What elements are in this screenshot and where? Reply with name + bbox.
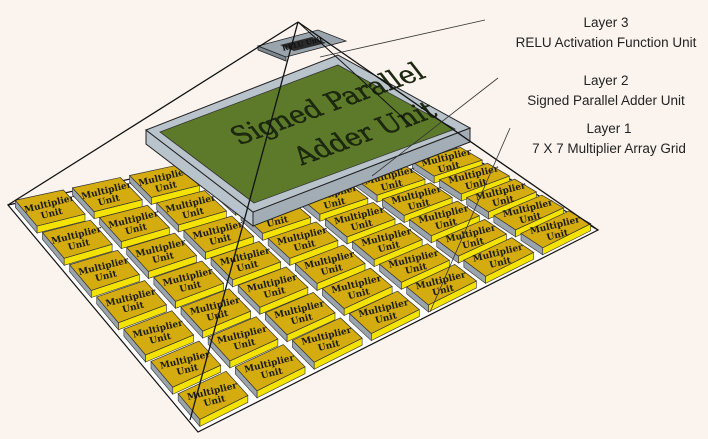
- adder-top-face: [159, 64, 456, 204]
- cell-top-face: [237, 266, 309, 308]
- cell-top-face: [463, 237, 535, 277]
- multiplier-cell: MultiplierUnit: [177, 370, 249, 428]
- layer1-subtitle: 7 X 7 Multiplier Array Grid: [532, 141, 686, 156]
- layer1-leader-line: [429, 127, 511, 313]
- multiplier-cell: MultiplierUnit: [96, 280, 168, 331]
- multiplier-cell: MultiplierUnit: [351, 222, 423, 268]
- multiplier-cell: MultiplierUnit: [128, 164, 200, 206]
- cell-top-face: [71, 177, 143, 213]
- multiplier-cell: MultiplierUnit: [267, 221, 339, 267]
- multiplier-cell: MultiplierUnit: [183, 215, 255, 261]
- cell-top-face: [438, 162, 511, 195]
- multiplier-cell: MultiplierUnit: [126, 232, 198, 280]
- multiplier-cell: MultiplierUnit: [294, 244, 366, 292]
- multiplier-cell: MultiplierUnit: [291, 317, 363, 370]
- multiplier-cell: MultiplierUnit: [381, 182, 453, 224]
- cell-top-face: [68, 249, 140, 291]
- cell-top-face: [493, 194, 565, 231]
- pyramid-edge: [297, 21, 599, 231]
- cell-top-face: [264, 291, 336, 336]
- cell-top-face: [123, 310, 195, 356]
- multiplier-cell: MultiplierUnit: [71, 177, 143, 220]
- cell-top-face: [98, 204, 170, 242]
- multiplier-cell: MultiplierUnit: [234, 344, 306, 399]
- cell-top-face: [348, 290, 420, 335]
- layer3-title: Layer 3: [583, 15, 628, 30]
- cell-top-face: [14, 189, 86, 227]
- layer2-title: Layer 2: [583, 73, 628, 88]
- layer1-title: Layer 1: [586, 121, 631, 136]
- cell-top-face: [156, 190, 228, 226]
- cell-top-face: [520, 210, 592, 249]
- cell-top-face: [324, 201, 396, 238]
- cell-top-face: [234, 344, 306, 392]
- pyramid-edges: [7, 21, 599, 421]
- cell-top-face: [465, 178, 538, 213]
- multiplier-cell: MultiplierUnit: [408, 200, 481, 244]
- cell-top-face: [294, 244, 366, 284]
- cell-top-face: [291, 317, 363, 363]
- multiplier-cell: MultiplierUnit: [237, 266, 309, 316]
- pyramid-edge: [7, 21, 299, 206]
- cell-top-face: [267, 221, 339, 259]
- cell-top-face: [351, 222, 423, 261]
- pyramid-edge: [189, 21, 299, 421]
- layer3-leader-line: [319, 19, 486, 58]
- layer2-subtitle: Signed Parallel Adder Unit: [527, 93, 685, 108]
- cell-top-face: [381, 182, 453, 216]
- multiplier-cell: MultiplierUnit: [98, 204, 170, 250]
- cell-top-face: [126, 232, 198, 272]
- multiplier-cell: MultiplierUnit: [207, 316, 279, 369]
- layer-labels: Layer 3 RELU Activation Function UnitLaye…: [319, 15, 697, 313]
- multiplier-cell: MultiplierUnit: [180, 288, 252, 339]
- cell-top-face: [96, 280, 168, 324]
- cell-top-face: [207, 316, 279, 362]
- cell-top-face: [153, 260, 225, 302]
- cell-top-face: [408, 200, 481, 237]
- cell-top-face: [180, 288, 252, 332]
- cell-top-face: [210, 241, 282, 281]
- cell-top-face: [321, 267, 393, 309]
- cell-top-face: [436, 219, 508, 257]
- cell-top-face: [378, 243, 450, 283]
- cell-top-face: [150, 340, 222, 388]
- multiplier-cell: MultiplierUnit: [14, 189, 86, 234]
- multiplier-cell: MultiplierUnit: [321, 267, 393, 317]
- multiplier-cell: MultiplierUnit: [156, 190, 228, 233]
- pyramid-edge: [297, 21, 413, 127]
- multiplier-cell: MultiplierUnit: [493, 194, 565, 238]
- multiplier-cell: MultiplierUnit: [123, 310, 195, 363]
- multiplier-cell: MultiplierUnit: [153, 260, 225, 310]
- layer3-subtitle: RELU Activation Function Unit: [516, 35, 697, 50]
- multiplier-cell: MultiplierUnit: [264, 291, 336, 343]
- cell-top-face: [183, 215, 255, 253]
- multiplier-cell: MultiplierUnit: [68, 249, 140, 299]
- cell-top-face: [41, 219, 113, 259]
- multiplier-cell: MultiplierUnit: [465, 178, 538, 220]
- multiplier-cell: MultiplierUnit: [41, 219, 113, 267]
- multiplier-cell: MultiplierUnit: [348, 290, 420, 342]
- layer2-leader-line: [371, 77, 499, 177]
- multiplier-cell: MultiplierUnit: [150, 340, 222, 396]
